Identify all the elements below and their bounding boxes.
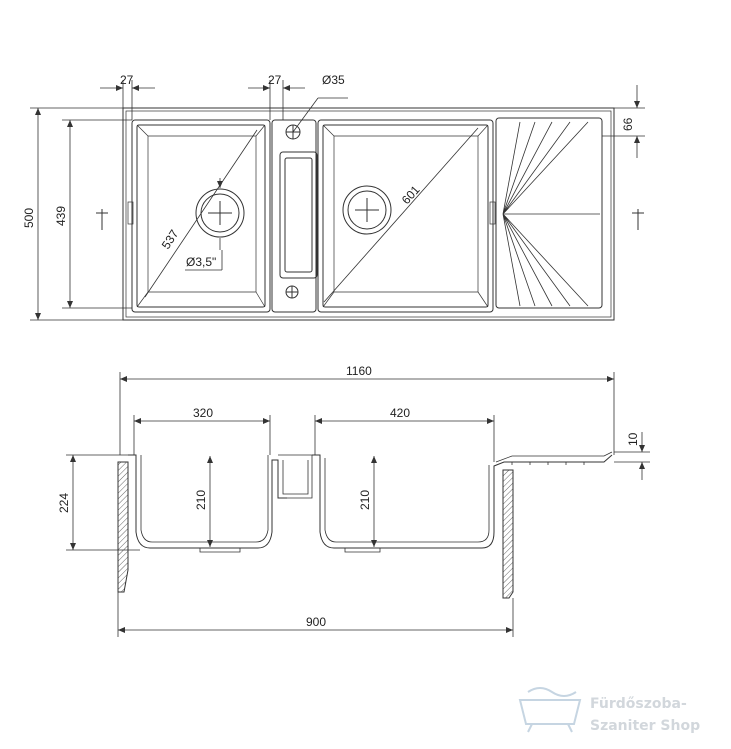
right-bowl-profile (312, 454, 613, 549)
dim-tap-hole: Ø35 (322, 73, 345, 87)
overflow-slot (279, 151, 318, 279)
dim-left-wall: 27 (120, 73, 134, 87)
drainer-board (495, 117, 603, 309)
top-dimensions (30, 80, 645, 321)
left-bowl-profile (128, 454, 287, 549)
dim-overall-depth: 500 (22, 208, 36, 228)
side-view (117, 451, 613, 599)
dim-right-bowl-height: 210 (358, 490, 372, 510)
bathtub-logo-icon (518, 687, 582, 733)
dim-overall-height: 224 (57, 493, 71, 513)
dim-mid-wall: 27 (268, 73, 282, 87)
side-dimension-labels: 1160 320 420 10 224 210 210 900 (57, 364, 640, 629)
left-cabinet-wall (117, 461, 129, 593)
right-drain (342, 185, 392, 235)
right-cabinet-wall (502, 469, 514, 599)
left-bowl (131, 119, 271, 313)
right-bowl (317, 119, 494, 313)
dim-right-bowl-width: 420 (390, 406, 410, 420)
sink-outline (122, 107, 615, 321)
side-dimensions (66, 372, 650, 637)
watermark-line-2: Szaniter Shop (590, 718, 700, 734)
dim-drainer-thickness: 10 (626, 432, 640, 446)
dim-overall-width: 1160 (346, 364, 372, 378)
dim-left-bowl-height: 210 (194, 490, 208, 510)
dim-left-bowl-width: 320 (193, 406, 213, 420)
watermark-line-1: Fürdőszoba- (590, 696, 687, 712)
dim-drain-size: Ø3,5" (186, 255, 216, 269)
dim-cabinet-width: 900 (306, 615, 326, 629)
dim-right-diagonal: 601 (399, 183, 423, 207)
top-view (96, 97, 644, 321)
dim-edge-offset: 66 (621, 117, 635, 131)
left-drain (195, 188, 245, 238)
middle-strip (271, 119, 317, 313)
dim-bowl-depth: 439 (54, 206, 68, 226)
watermark: Fürdőszoba- Szaniter Shop (518, 687, 700, 734)
